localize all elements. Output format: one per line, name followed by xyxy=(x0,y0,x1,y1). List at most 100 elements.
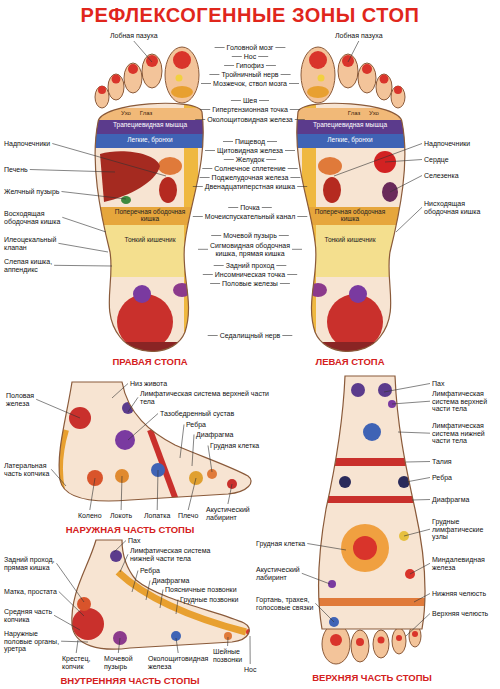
organ-label: Матка, простата xyxy=(4,588,60,596)
leader-line xyxy=(262,207,272,208)
organ-label: Плечо xyxy=(178,512,198,520)
leader-line xyxy=(290,177,300,178)
leader-line xyxy=(62,192,127,200)
section-heading: ВЕРХНЯЯ ЧАСТЬ СТОПЫ xyxy=(297,673,447,683)
organ-label: Грудная клетка xyxy=(256,540,314,548)
leader-line xyxy=(209,74,219,75)
leader-line xyxy=(224,159,234,160)
organ-label: Гортань, трахея, голосовые связки xyxy=(256,596,318,611)
leader-line xyxy=(412,499,430,501)
organ-label: Пищевод xyxy=(204,138,296,146)
section-heading: ЛЕВАЯ СТОПА xyxy=(290,357,410,367)
leader-line xyxy=(114,541,126,553)
organ-label: Лимфатическая система нижней части тела xyxy=(130,547,235,562)
zone-label: Глаз xyxy=(132,110,160,117)
section-heading: НАРУЖНАЯ ЧАСТЬ СТОПЫ xyxy=(45,525,215,535)
leader-line xyxy=(157,470,159,510)
leader-line xyxy=(180,425,184,459)
organ-label: Колено xyxy=(78,512,102,520)
leader-line xyxy=(30,170,115,173)
organ-label: Тройничный нерв xyxy=(204,71,296,79)
organ-label: Мочевой пузырь xyxy=(104,655,148,670)
zone-label: Ухо xyxy=(362,110,386,117)
leader-line xyxy=(410,563,430,574)
leader-line xyxy=(258,56,268,57)
leader-line xyxy=(307,544,346,551)
zone-label: Тонкий кишечник xyxy=(110,236,190,243)
organ-label: Акустический лабиринт xyxy=(206,506,266,521)
leader-line xyxy=(193,216,203,217)
leader-line xyxy=(302,573,330,584)
organ-label: Желчный пузырь xyxy=(4,188,59,196)
zone-label: Поперечная ободочная кишка xyxy=(110,208,190,222)
organ-label: Головной мозг xyxy=(204,44,296,52)
zone-label: Поперечная ободочная кишка xyxy=(310,208,390,222)
organ-label: Лимфатическая система нижней части тела xyxy=(432,422,496,445)
zone-label: Легкие, бронхи xyxy=(308,136,392,143)
leader-line xyxy=(295,119,305,120)
organ-label: Илеоцекальный клапан xyxy=(4,236,76,251)
organ-label: Пах xyxy=(432,380,444,388)
leader-line xyxy=(215,47,225,48)
organ-label: Нижняя челюсть xyxy=(432,590,496,598)
leader-line xyxy=(208,335,218,336)
leader-line xyxy=(202,168,212,169)
organ-label: Тазобедренный сустав xyxy=(160,410,234,418)
organ-label: Миндалевидная железа xyxy=(432,556,496,571)
leader-line xyxy=(200,109,210,110)
organ-label: Ребра xyxy=(432,474,452,482)
organ-label: Околощитовидная железа xyxy=(148,655,208,670)
organ-label: Наружные половые органы, уретра xyxy=(4,630,60,653)
zone-label: Трапециевидная мышца xyxy=(308,121,392,128)
organ-label: Желудок xyxy=(204,156,296,164)
leader-line xyxy=(292,249,302,250)
leader-line xyxy=(289,83,299,84)
leader-line xyxy=(385,160,422,163)
leader-line xyxy=(231,100,241,101)
leader-line xyxy=(128,414,158,441)
leader-line xyxy=(52,144,166,177)
leader-line xyxy=(203,274,213,275)
leader-line xyxy=(285,150,295,151)
organ-label: Грудные позвонки xyxy=(180,596,239,604)
leader-line xyxy=(192,435,194,467)
leader-line xyxy=(112,384,128,399)
organ-label: Инсомническая точка xyxy=(204,271,296,279)
organ-label: Почка xyxy=(204,204,296,212)
organ-label: Слепая кишка, аппендикс xyxy=(4,258,76,273)
organ-label: Восходящая ободочная кишка xyxy=(4,210,76,225)
leader-line xyxy=(288,168,298,169)
leader-line xyxy=(36,399,80,418)
leader-line xyxy=(227,637,228,646)
organ-label: Надпочечники xyxy=(4,140,78,148)
organ-label: Двенадцатиперстная кишка xyxy=(204,183,296,191)
chart-title: РЕФЛЕКСОГЕННЫЕ ЗОНЫ СТОП xyxy=(0,4,500,26)
leader-line xyxy=(90,478,95,510)
organ-label: Половая железа xyxy=(6,392,56,407)
leader-line xyxy=(348,41,359,62)
zone-label: Трапециевидная мышца xyxy=(108,121,192,128)
leader-line xyxy=(266,65,276,66)
leader-line xyxy=(176,638,178,653)
leader-line xyxy=(384,384,430,393)
leader-line xyxy=(390,176,422,193)
organ-label: Грудные лимфатические узлы xyxy=(432,518,496,541)
leader-line xyxy=(193,186,203,187)
leader-line xyxy=(128,397,138,412)
leader-line xyxy=(315,603,334,622)
leader-line xyxy=(406,614,430,637)
leader-line xyxy=(281,74,291,75)
leader-line xyxy=(297,186,307,187)
organ-label: Акустический лабиринт xyxy=(256,566,314,581)
organ-label: Нисходящая ободочная кишка xyxy=(424,200,496,215)
organ-label: Ребра xyxy=(140,567,160,575)
organ-label: Лобная пазуха xyxy=(110,32,158,40)
leader-line xyxy=(76,640,78,653)
leader-line xyxy=(210,283,220,284)
organ-label: Мочевой пузырь xyxy=(204,232,296,240)
leader-line xyxy=(121,476,123,510)
organ-label: Сердце xyxy=(424,156,449,164)
organ-label: Диафрагма xyxy=(152,577,189,585)
leader-line xyxy=(279,235,289,236)
organ-label: Мозжечок, ствол мозга xyxy=(204,80,296,88)
